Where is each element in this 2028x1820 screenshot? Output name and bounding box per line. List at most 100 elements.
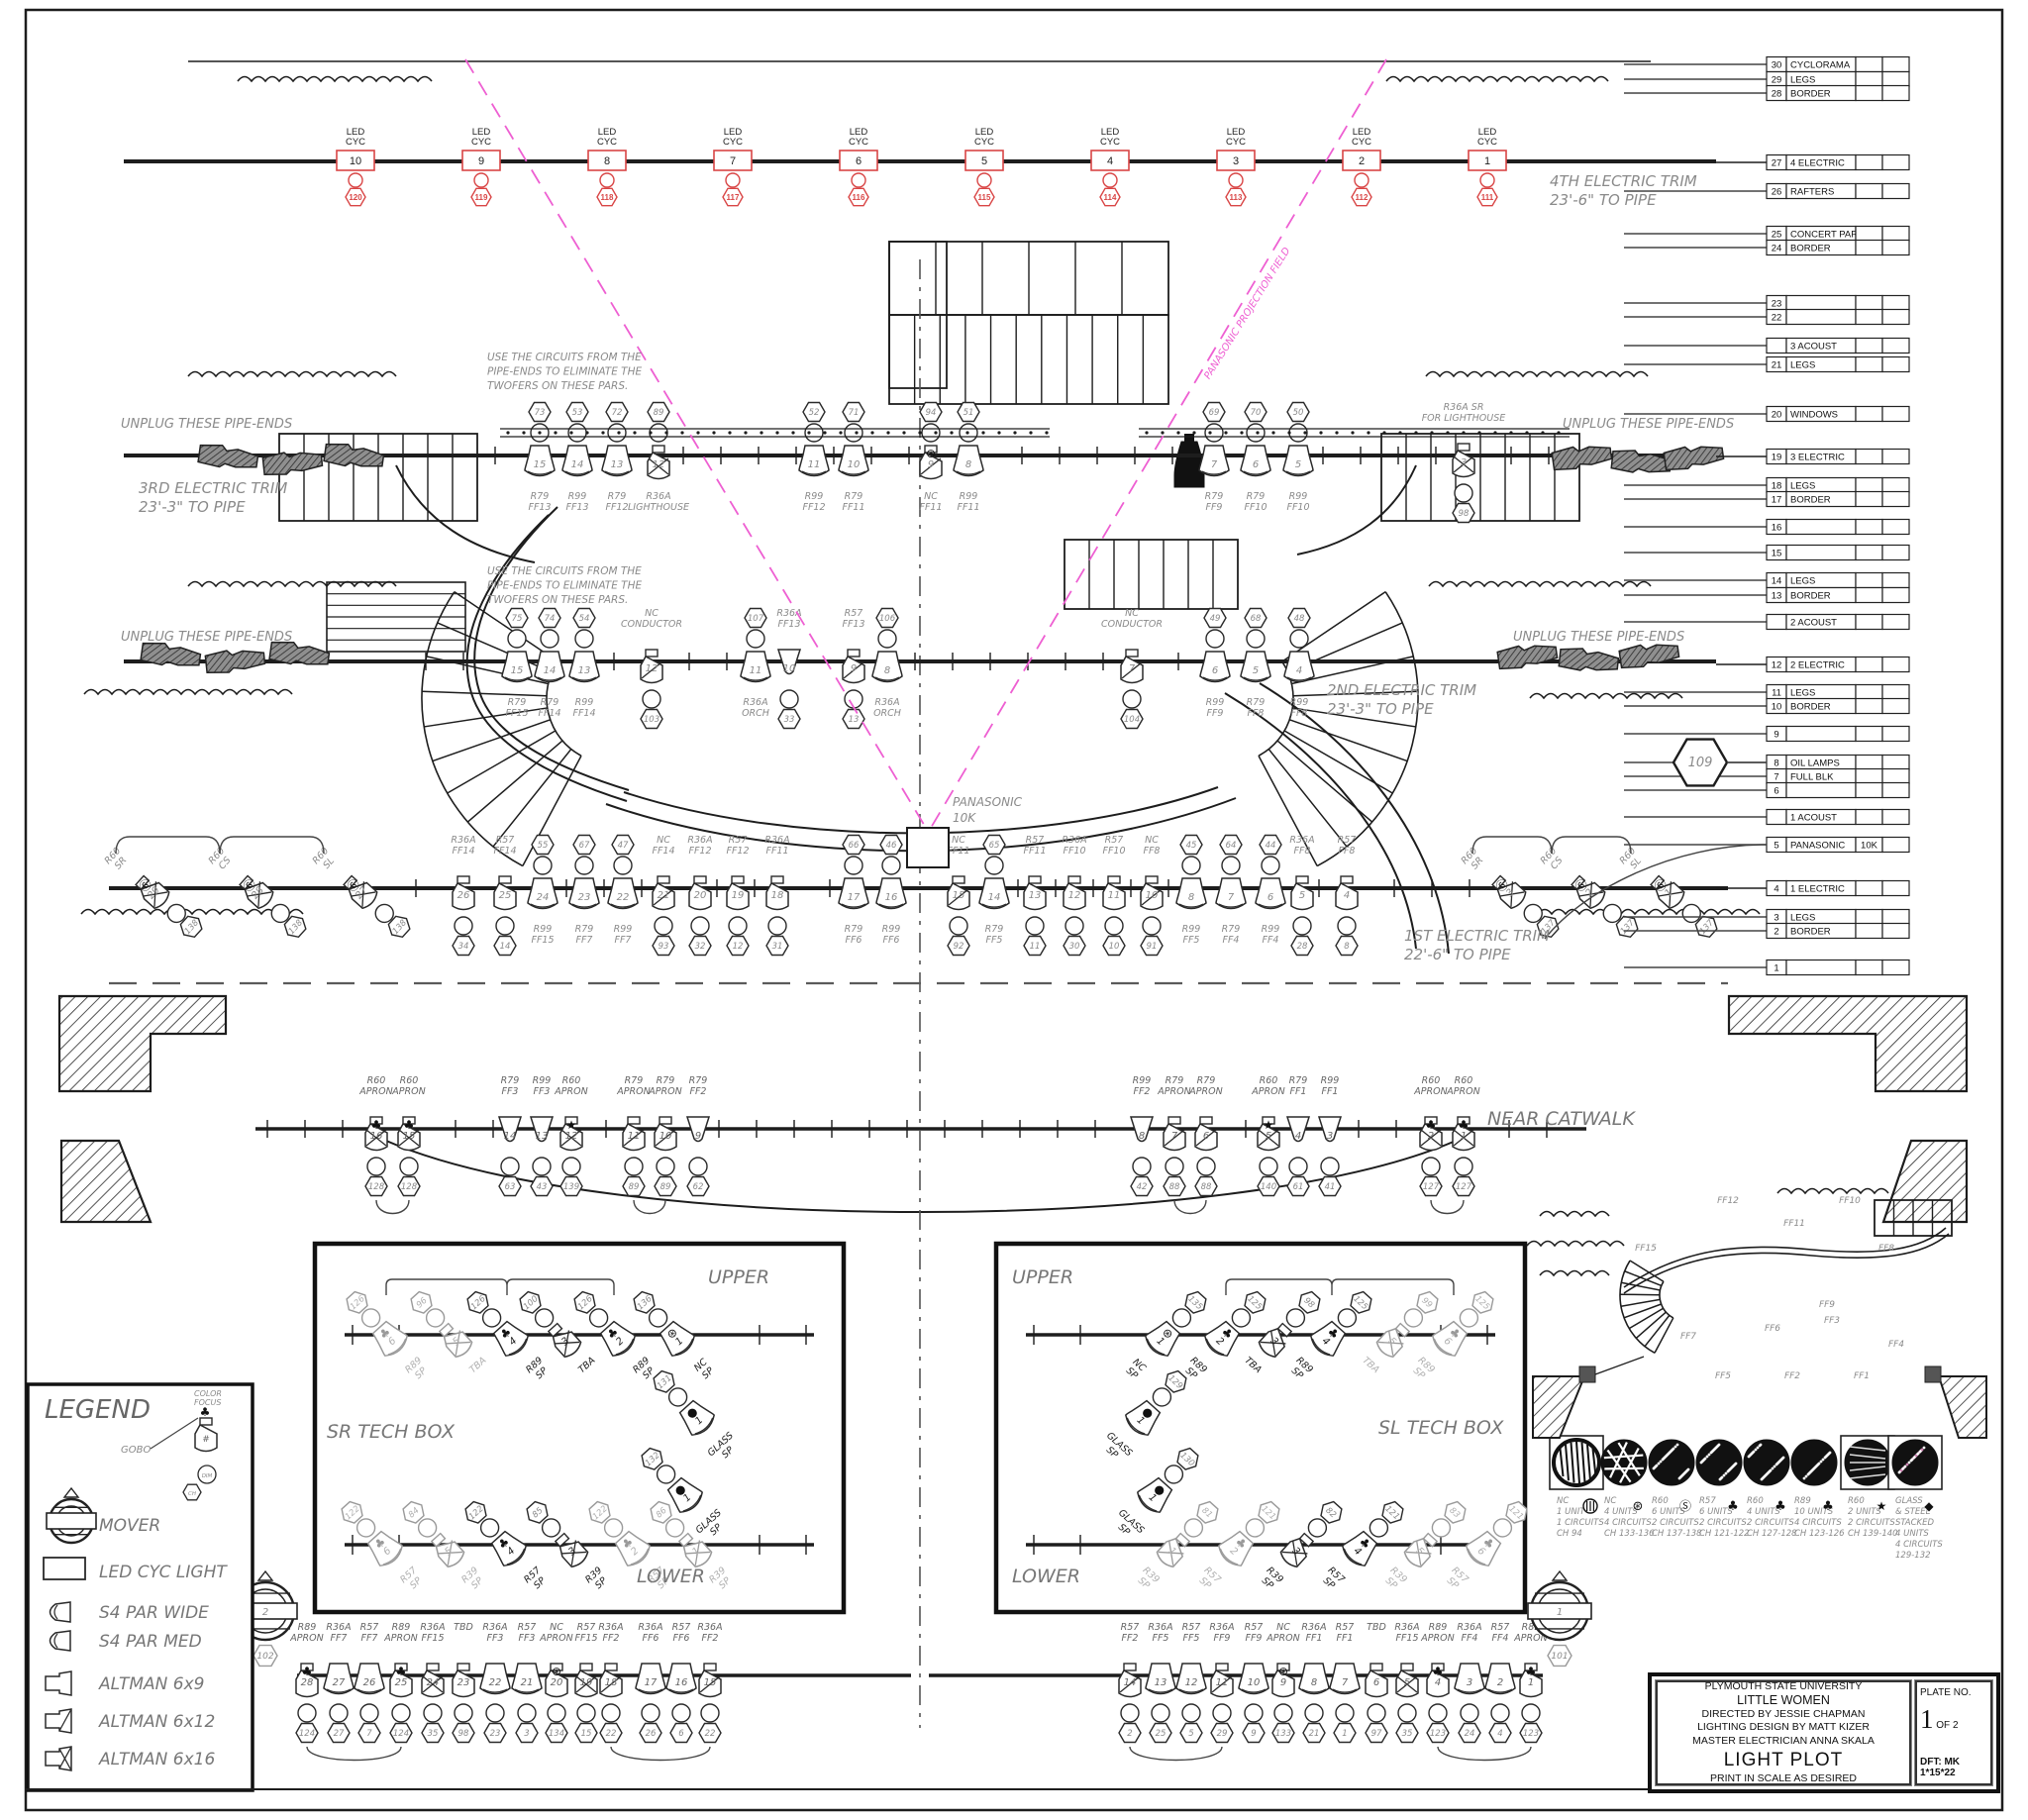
svg-text:R36A: R36A (1289, 835, 1314, 846)
svg-text:19: 19 (580, 1677, 593, 1688)
svg-text:FF5: FF5 (1153, 1633, 1169, 1644)
svg-text:11: 11 (1216, 1677, 1229, 1688)
svg-text:R57: R57 (1491, 1622, 1510, 1633)
svg-text:42: 42 (1137, 1182, 1148, 1192)
svg-text:UNPLUG THESE PIPE-ENDS: UNPLUG THESE PIPE-ENDS (121, 630, 292, 645)
svg-text:APRON: APRON (554, 1086, 587, 1097)
svg-text:4: 4 (1295, 1131, 1301, 1142)
svg-text:R79: R79 (1222, 924, 1241, 935)
svg-text:4 UNITS: 4 UNITS (1604, 1507, 1638, 1517)
svg-text:72: 72 (612, 408, 623, 418)
svg-text:FF2: FF2 (1122, 1633, 1139, 1644)
svg-text:69: 69 (1209, 408, 1220, 418)
svg-text:12: 12 (653, 459, 665, 470)
svg-text:FF10: FF10 (1063, 846, 1085, 857)
svg-text:3: 3 (1233, 155, 1239, 167)
svg-text:25: 25 (1156, 1729, 1166, 1739)
svg-text:2 ACOUST: 2 ACOUST (1790, 618, 1837, 629)
svg-text:APRON: APRON (1188, 1086, 1222, 1097)
pipe-end-fixture (1663, 446, 1725, 471)
svg-text:CYC: CYC (346, 137, 365, 148)
pipe-end-fixture (261, 452, 324, 476)
svg-text:PANASONIC: PANASONIC (1790, 841, 1845, 852)
svg-text:UPPER: UPPER (708, 1266, 769, 1288)
title-block-main: PLYMOUTH STATE UNIVERSITY LITTLE WOMEN D… (1655, 1679, 1912, 1786)
svg-text:UNPLUG THESE PIPE-ENDS: UNPLUG THESE PIPE-ENDS (121, 417, 292, 432)
svg-text:3RD ELECTRIC TRIM: 3RD ELECTRIC TRIM (139, 479, 287, 497)
svg-text:1 ELECTRIC: 1 ELECTRIC (1790, 884, 1845, 895)
svg-text:7: 7 (366, 1729, 372, 1739)
svg-text:NC: NC (1276, 1622, 1290, 1633)
svg-text:CYCLORAMA: CYCLORAMA (1790, 60, 1851, 71)
svg-text:DIM: DIM (202, 1473, 213, 1479)
svg-text:7: 7 (1228, 892, 1235, 903)
svg-text:FF11: FF11 (1023, 846, 1046, 857)
schedule-row-2 ACOUST: 2 ACOUST (1624, 613, 1910, 631)
svg-text:FF12: FF12 (1717, 1196, 1739, 1206)
foh-rail: R89APRON28♣124R36AFF72727R57FF7267R89APR… (289, 1622, 1548, 1762)
svg-text:LEGS: LEGS (1790, 576, 1815, 587)
electric-2: 7515R79FF157414R79FF145413R99FF14NCCONDU… (124, 607, 1716, 730)
svg-text:1: 1 (1461, 1131, 1467, 1142)
svg-text:5: 5 (1774, 841, 1778, 852)
svg-text:FF6: FF6 (673, 1633, 690, 1644)
svg-text:4 ELECTRIC: 4 ELECTRIC (1790, 158, 1845, 169)
svg-text:R99: R99 (1321, 1075, 1340, 1086)
svg-text:5: 5 (1295, 459, 1301, 470)
page-border (24, 8, 2004, 1812)
svg-text:BORDER: BORDER (1790, 591, 1831, 602)
svg-text:2: 2 (1359, 155, 1365, 167)
tech-boxes: 1266♣R89SP965TBA1264♣R89SP1003TBA1262♣R8… (312, 1241, 1528, 1615)
svg-text:70: 70 (1251, 408, 1262, 418)
svg-text:USE THE CIRCUITS FROM THE: USE THE CIRCUITS FROM THE (487, 352, 642, 363)
svg-text:R60: R60 (1747, 1496, 1764, 1506)
svg-text:FF5: FF5 (1183, 1633, 1200, 1644)
svg-text:10 UNITS: 10 UNITS (1794, 1507, 1834, 1517)
svg-text:22: 22 (1772, 313, 1782, 324)
svg-text:22: 22 (617, 892, 630, 903)
svg-text:♣: ♣ (1526, 1665, 1537, 1678)
svg-text:8: 8 (884, 665, 890, 676)
svg-text:R60: R60 (1422, 1075, 1441, 1086)
svg-text:♣: ♣ (302, 1665, 313, 1678)
svg-text:UNPLUG THESE PIPE-ENDS: UNPLUG THESE PIPE-ENDS (1563, 417, 1734, 432)
svg-text:FF7: FF7 (361, 1633, 378, 1644)
svg-text:FF5: FF5 (986, 935, 1003, 946)
svg-text:74: 74 (545, 614, 556, 624)
special-hex-109: 109 (1544, 738, 1768, 940)
svg-text:♣: ♣ (404, 1118, 415, 1132)
svg-text:26: 26 (646, 1729, 657, 1739)
svg-text:7: 7 (1774, 772, 1778, 783)
svg-text:41: 41 (1325, 1182, 1336, 1192)
title-directed: DIRECTED BY JESSIE CHAPMAN (1701, 1708, 1866, 1721)
svg-text:FF9: FF9 (1206, 502, 1223, 513)
svg-text:APRON: APRON (383, 1633, 417, 1644)
svg-text:TWOFERS ON THESE PARS.: TWOFERS ON THESE PARS. (487, 594, 628, 606)
title-note: PRINT IN SCALE AS DESIRED (1709, 1772, 1857, 1785)
schedule-row-1 ACOUST: 1 ACOUST (1624, 808, 1910, 826)
svg-text:47: 47 (618, 841, 629, 851)
svg-text:FF6: FF6 (846, 935, 862, 946)
svg-text:2: 2 (1497, 1677, 1503, 1688)
svg-text:3 ACOUST: 3 ACOUST (1790, 342, 1837, 353)
svg-text:R79: R79 (531, 491, 550, 502)
svg-text:14: 14 (988, 892, 1001, 903)
